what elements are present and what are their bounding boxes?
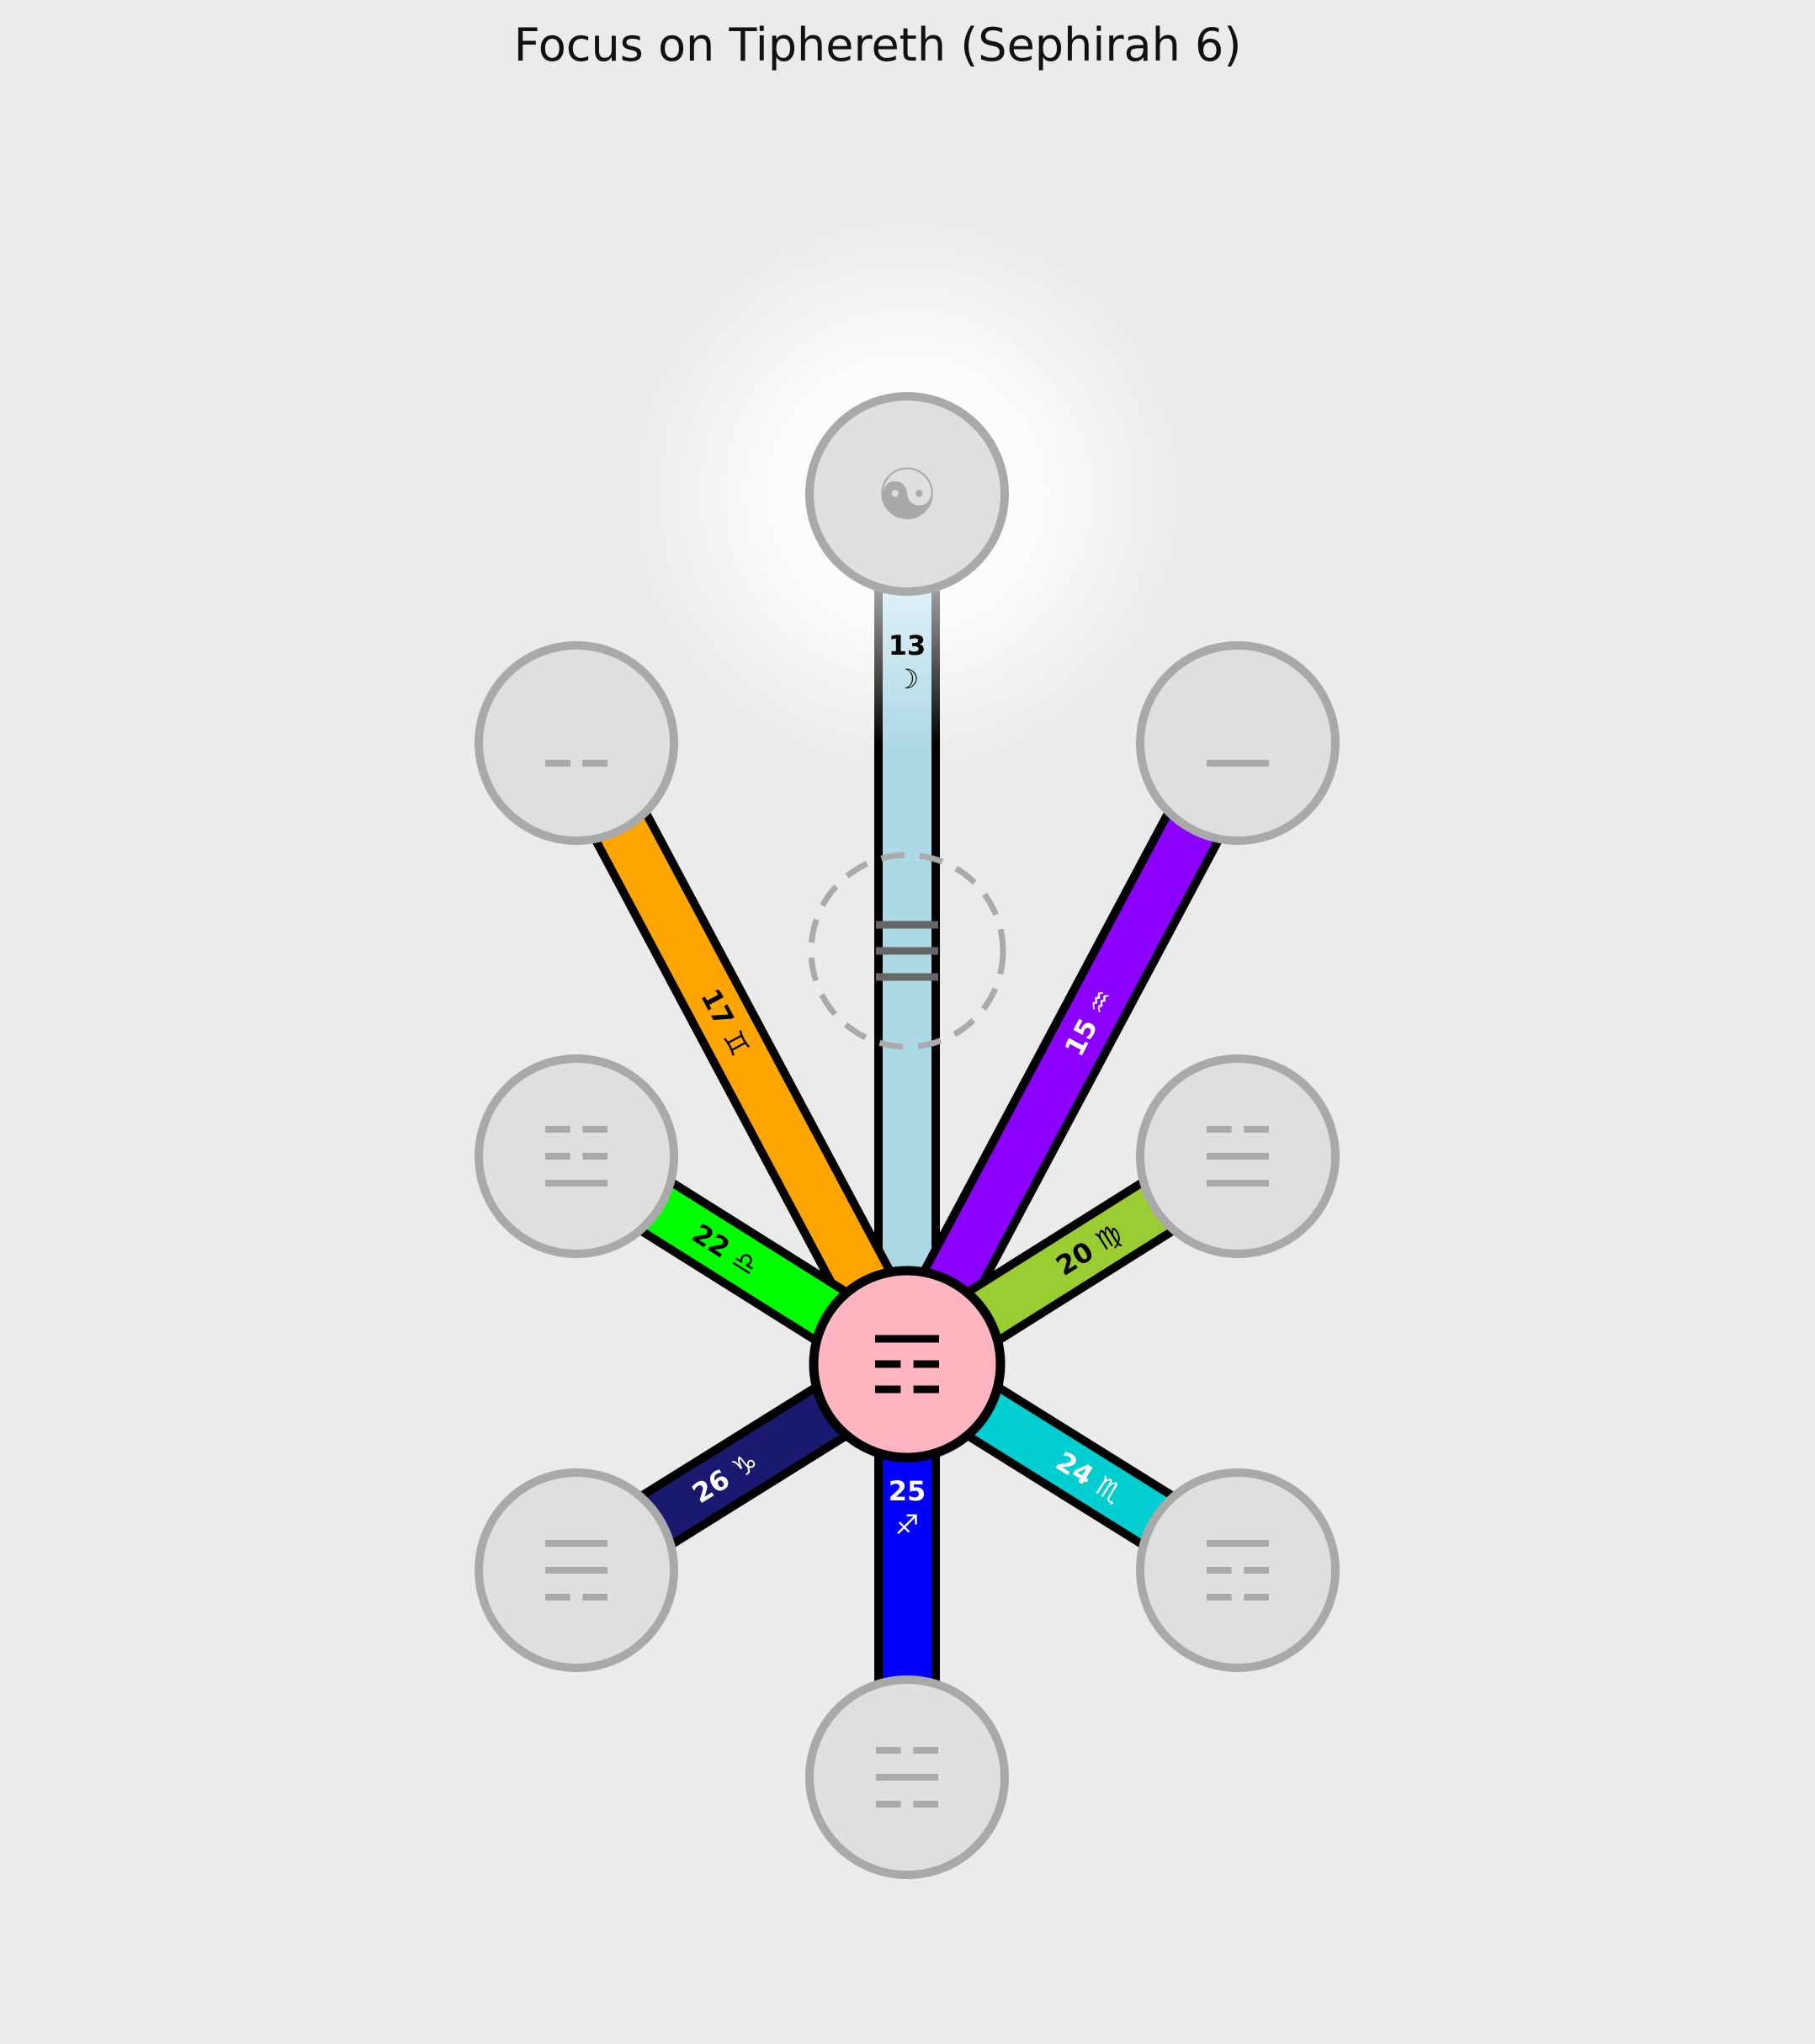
focus-node-circle xyxy=(809,1266,1006,1463)
sephirah-yesod xyxy=(805,1675,1009,1879)
trigram-solid-line xyxy=(876,947,938,955)
trigram-broken-line xyxy=(545,1594,571,1601)
sephirah-kether: ☯ xyxy=(805,392,1009,596)
diagram-title: Focus on Tiphereth (Sephirah 6) xyxy=(514,19,1242,72)
trigram-broken-line xyxy=(913,1747,938,1754)
path-sign-label: ☽ xyxy=(895,663,920,695)
yin-line-icon xyxy=(545,760,571,767)
trigram-broken-line xyxy=(1207,1126,1232,1133)
yang-line-icon xyxy=(1207,760,1269,767)
trigram-solid-line xyxy=(1207,1153,1269,1160)
trigram-broken-line xyxy=(545,1126,571,1133)
node-circle xyxy=(1136,641,1340,845)
trigram-solid-line xyxy=(876,973,938,981)
trigram-solid-line xyxy=(876,921,938,929)
path-number-label: 25 xyxy=(889,1475,926,1507)
trigram-solid-line xyxy=(1207,1180,1269,1187)
path-15: 15 ♒ xyxy=(878,727,1267,1380)
trigram-broken-line xyxy=(876,1747,901,1754)
path-number-label: 13 xyxy=(889,629,926,661)
trigram-broken-line xyxy=(545,1153,571,1160)
sephirah-chokmah xyxy=(1136,641,1340,845)
trigram-solid-line xyxy=(545,1567,608,1574)
yin-yang-icon: ☯ xyxy=(875,454,938,536)
sephirah-netzach xyxy=(1136,1468,1340,1672)
trigram-broken-line xyxy=(1207,1567,1232,1574)
trigram-broken-line xyxy=(1207,1594,1232,1601)
path-17: 17 ♊ xyxy=(547,727,937,1380)
sephirah-geburah xyxy=(475,1054,678,1258)
trigram-broken-line xyxy=(913,1385,939,1394)
trigram-solid-line xyxy=(876,1774,938,1781)
path-band xyxy=(885,731,1260,1376)
trigram-broken-line xyxy=(875,1385,901,1394)
trigram-solid-line xyxy=(875,1335,939,1343)
trigram-broken-line xyxy=(1244,1594,1269,1601)
trigram-solid-line xyxy=(545,1540,608,1547)
trigram-broken-line xyxy=(876,1801,901,1808)
node-circle xyxy=(1136,1468,1340,1672)
trigram-broken-line xyxy=(582,1594,608,1601)
path-band xyxy=(555,731,929,1376)
sephirah-hod xyxy=(475,1468,678,1672)
trigram-broken-line xyxy=(1244,1126,1269,1133)
trigram-broken-line xyxy=(913,1801,938,1808)
node-circle xyxy=(475,1054,678,1258)
daath-dashed-circle xyxy=(808,852,1006,1050)
sephirah-chesed xyxy=(1136,1054,1340,1258)
trigram-broken-line xyxy=(875,1360,901,1368)
trigram-solid-line xyxy=(545,1180,608,1187)
trigram-broken-line xyxy=(913,1360,939,1368)
node-circle xyxy=(475,641,678,845)
nodes-layer: ☯ xyxy=(475,392,1340,1879)
trigram-broken-line xyxy=(582,1126,608,1133)
sephirah-daath xyxy=(808,852,1006,1050)
path-sign-label: ♐ xyxy=(895,1509,920,1541)
trigram-broken-line xyxy=(582,1153,608,1160)
trigram-solid-line xyxy=(1207,1540,1269,1547)
trigram-broken-line xyxy=(1244,1567,1269,1574)
node-circle xyxy=(805,392,1009,596)
path-13: 13☽ xyxy=(873,494,941,1364)
yin-line-icon xyxy=(582,760,608,767)
sephirah-tiphereth xyxy=(809,1266,1006,1463)
sephirah-binah xyxy=(475,641,678,845)
